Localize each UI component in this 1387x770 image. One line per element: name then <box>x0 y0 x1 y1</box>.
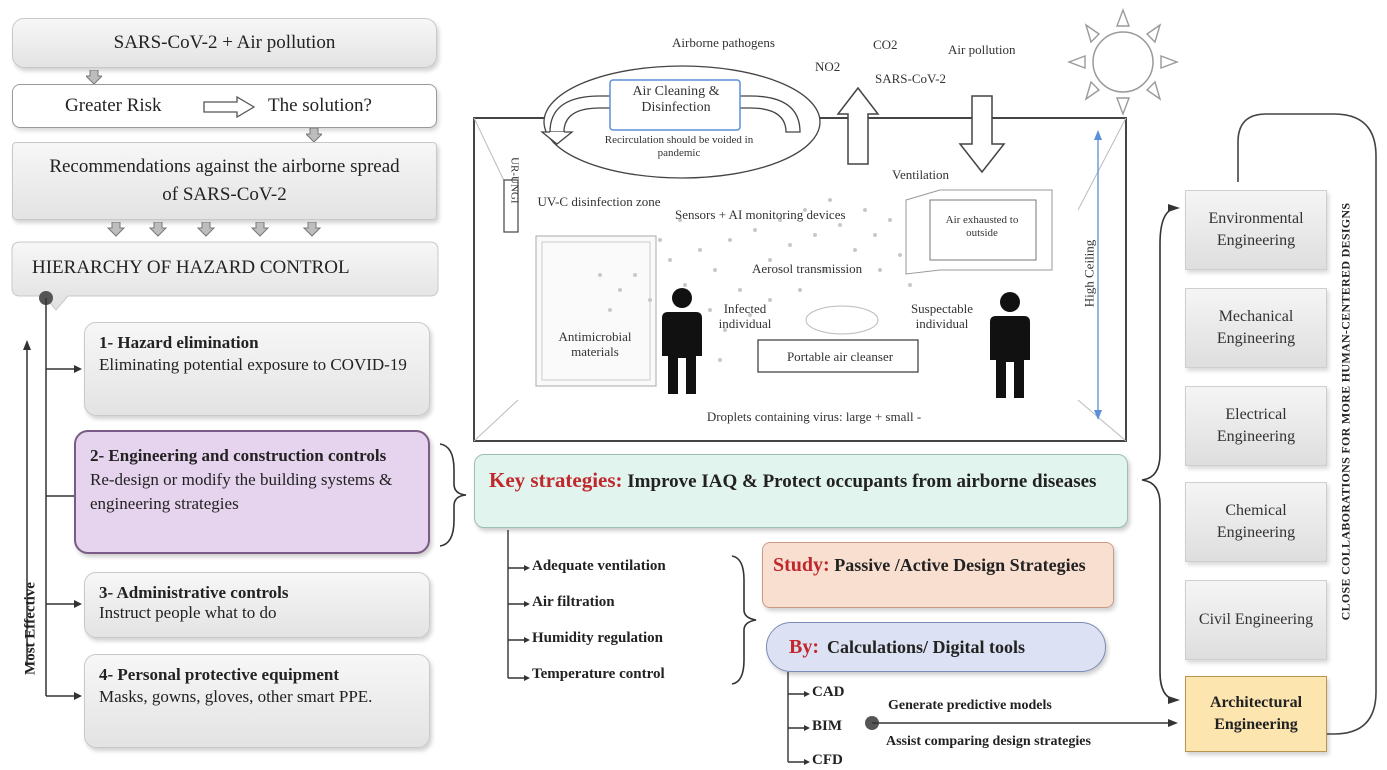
droplets-minus: - <box>916 409 922 424</box>
room-illustration <box>473 65 1127 442</box>
by-text: Calculations/ Digital tools <box>827 636 1026 657</box>
predict-line1: Generate predictive models <box>888 698 1052 713</box>
by-box: By: Calculations/ Digital tools <box>766 622 1106 672</box>
portable-label: Portable air cleanser <box>786 349 894 364</box>
sun-icon <box>1067 8 1179 116</box>
control-desc: Eliminating potential exposure to COVID-… <box>99 355 407 374</box>
engineering-box: Environmental Engineering <box>1185 190 1327 270</box>
right-arrow-icon <box>203 96 255 118</box>
engineering-box: Mechanical Engineering <box>1185 288 1327 368</box>
infected-label: Infected individual <box>718 301 772 331</box>
suspectable-person-icon <box>990 292 1030 398</box>
tools-connector <box>787 672 1178 765</box>
control-desc: Instruct people what to do <box>99 603 277 622</box>
recirculation-label: Recirculation should be voided in pandem… <box>604 134 754 159</box>
strategy-item: Air filtration <box>532 594 615 610</box>
sars-label: SARS-CoV-2 <box>875 71 947 86</box>
aerosol-label: Aerosol transmission <box>752 261 863 276</box>
top-box: SARS-CoV-2 + Air pollution <box>12 18 437 68</box>
study-text: Passive /Active Design Strategies <box>834 555 1086 575</box>
study-brace <box>731 555 757 685</box>
collab-loop <box>1237 113 1377 735</box>
control-4: 4- Personal protective equipment Masks, … <box>84 654 430 748</box>
by-label: By: <box>789 635 819 658</box>
study-label: Study: <box>773 554 830 576</box>
tool-item: CAD <box>812 684 845 700</box>
tool-item: CFD <box>812 752 843 768</box>
control-title: 4- Personal protective equipment <box>99 665 340 684</box>
control-desc: Masks, gowns, gloves, other smart PPE. <box>99 687 373 706</box>
risk-label: Greater Risk <box>65 95 162 116</box>
key-text: Improve IAQ & Protect occupants from air… <box>627 471 1097 492</box>
droplets-label: Droplets containing virus: large + small… <box>664 409 964 425</box>
sensors-label: Sensors + AI monitoring devices <box>675 207 846 222</box>
air-cleaning-label: Air Cleaning & Disinfection <box>632 84 720 116</box>
ur-ungi-label: UR-UNGI <box>508 157 521 204</box>
top-box-text: SARS-CoV-2 + Air pollution <box>113 32 336 53</box>
airborne-pathogens-label: Airborne pathogens <box>672 35 775 50</box>
right-brace <box>1141 204 1180 704</box>
no2-label: NO2 <box>815 59 841 74</box>
left-brace <box>439 443 467 547</box>
ventilation-label: Ventilation <box>892 167 950 182</box>
hierarchy-title: HIERARCHY OF HAZARD CONTROL <box>32 257 350 278</box>
recommendations-box: Recommendations against the airborne spr… <box>12 142 437 220</box>
hierarchy-connector <box>23 291 82 700</box>
engineering-box: Civil Engineering <box>1185 580 1327 660</box>
exhausted-label: Air exhausted to outside <box>945 214 1019 239</box>
hierarchy-banner-shape <box>11 241 439 311</box>
predict-line2: Assist comparing design strategies <box>886 734 1091 749</box>
control-title: 2- Engineering and construction controls <box>90 446 387 465</box>
strategy-item: Adequate ventilation <box>532 558 666 574</box>
risk-box: Greater Risk The solution? <box>12 84 437 128</box>
engineering-box: Chemical Engineering <box>1185 482 1327 562</box>
droplets-text: Droplets containing virus: large <box>706 409 872 424</box>
collab-label: CLOSE COLLABORATIONS FOR MORE HUMAN-CENT… <box>1338 202 1353 621</box>
key-label: Key strategies: <box>489 468 623 492</box>
co2-label: CO2 <box>873 37 898 52</box>
uvc-label: UV-C disinfection zone <box>537 194 661 209</box>
tool-item: BIM <box>812 718 842 734</box>
control-title: 1- Hazard elimination <box>99 333 259 352</box>
down-arrow-icon <box>306 128 322 142</box>
study-box: Study: Passive /Active Design Strategies <box>762 542 1114 608</box>
architectural-box: Architectural Engineering <box>1185 676 1327 752</box>
control-3: 3- Administrative controls Instruct peop… <box>84 572 430 638</box>
antimicrobial-label: Antimicrobial materials <box>558 329 632 359</box>
strategy-item: Temperature control <box>532 666 665 682</box>
engineering-box: Electrical Engineering <box>1185 386 1327 466</box>
infected-person-icon <box>662 288 702 394</box>
air-pollution-label: Air pollution <box>948 42 1016 57</box>
strategy-item: Humidity regulation <box>532 630 663 646</box>
solution-label: The solution? <box>268 95 372 116</box>
control-2: 2- Engineering and construction controls… <box>74 430 430 554</box>
key-strategies-box: Key strategies: Improve IAQ & Protect oc… <box>474 454 1128 528</box>
strategy-connector <box>507 530 530 681</box>
down-arrow-icon <box>86 70 102 84</box>
suspectable-label: Suspectable individual <box>910 301 974 331</box>
control-desc: Re-design or modify the building systems… <box>90 469 393 514</box>
droplets-plus: + <box>874 409 883 424</box>
down-arrows-row <box>106 222 322 237</box>
high-ceiling-label: High Ceiling <box>1081 239 1097 308</box>
recommendations-text: Recommendations against the airborne spr… <box>49 156 400 205</box>
control-1: 1- Hazard elimination Eliminating potent… <box>84 322 430 416</box>
droplets-small: small <box>885 409 914 424</box>
control-title: 3- Administrative controls <box>99 583 289 602</box>
most-effective-label: Most Effective <box>22 582 39 675</box>
